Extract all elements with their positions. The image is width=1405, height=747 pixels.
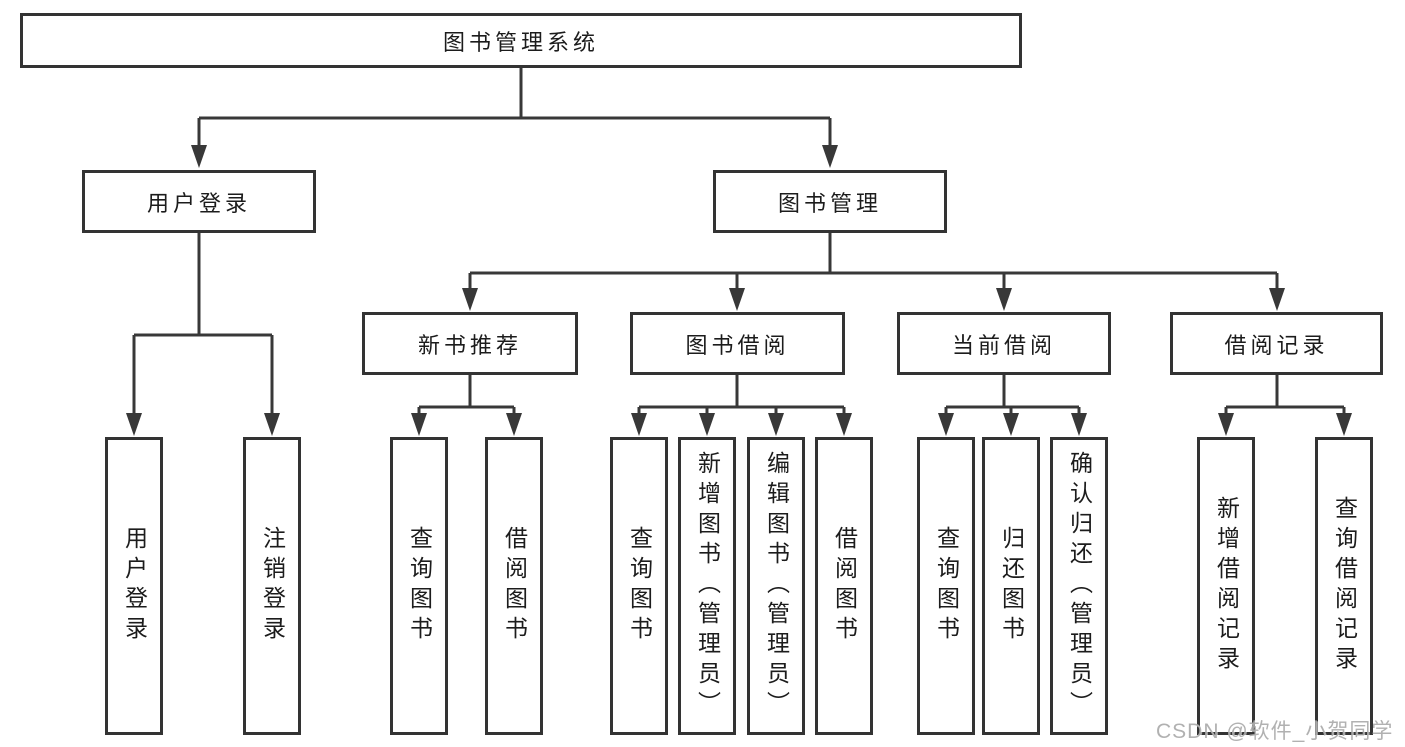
- leaf-edit-books-admin: 编辑图书（管理员）: [747, 437, 805, 735]
- edge-new-book-to-leaves: [417, 375, 516, 416]
- leaf-borrow-books-recommend: 借阅图书: [485, 437, 543, 735]
- leaf-add-borrow-record: 新增借阅记录: [1197, 437, 1255, 735]
- node-user-login: 用户登录: [82, 170, 316, 233]
- arrowheads: [126, 145, 1352, 436]
- leaf-add-books-admin: 新增图书（管理员）: [678, 437, 736, 735]
- leaf-borrow-books: 借阅图书: [815, 437, 873, 735]
- leaf-query-borrow-record: 查询借阅记录: [1315, 437, 1373, 735]
- leaf-return-books: 归还图书: [982, 437, 1040, 735]
- edge-root-to-level2: [197, 68, 832, 148]
- edge-book-mgmt-to-level3: [468, 233, 1279, 291]
- edge-current-borrow-to-leaves: [944, 375, 1081, 416]
- edge-borrow-record-to-leaves: [1224, 375, 1346, 416]
- node-book-management: 图书管理: [713, 170, 947, 233]
- node-root-system: 图书管理系统: [20, 13, 1022, 68]
- edge-user-login-to-leaves: [132, 233, 274, 416]
- node-book-borrowing: 图书借阅: [630, 312, 845, 375]
- leaf-query-books-borrowing: 查询图书: [610, 437, 668, 735]
- node-borrowing-records: 借阅记录: [1170, 312, 1383, 375]
- leaf-confirm-return-admin: 确认归还（管理员）: [1050, 437, 1108, 735]
- node-new-book-recommend: 新书推荐: [362, 312, 578, 375]
- leaf-logout: 注销登录: [243, 437, 301, 735]
- leaf-query-books-current: 查询图书: [917, 437, 975, 735]
- edge-book-borrow-to-leaves: [637, 375, 846, 416]
- leaf-query-books-recommend: 查询图书: [390, 437, 448, 735]
- node-current-borrowing: 当前借阅: [897, 312, 1111, 375]
- csdn-watermark: CSDN @软件_小贺同学: [1156, 720, 1394, 743]
- leaf-user-login: 用户登录: [105, 437, 163, 735]
